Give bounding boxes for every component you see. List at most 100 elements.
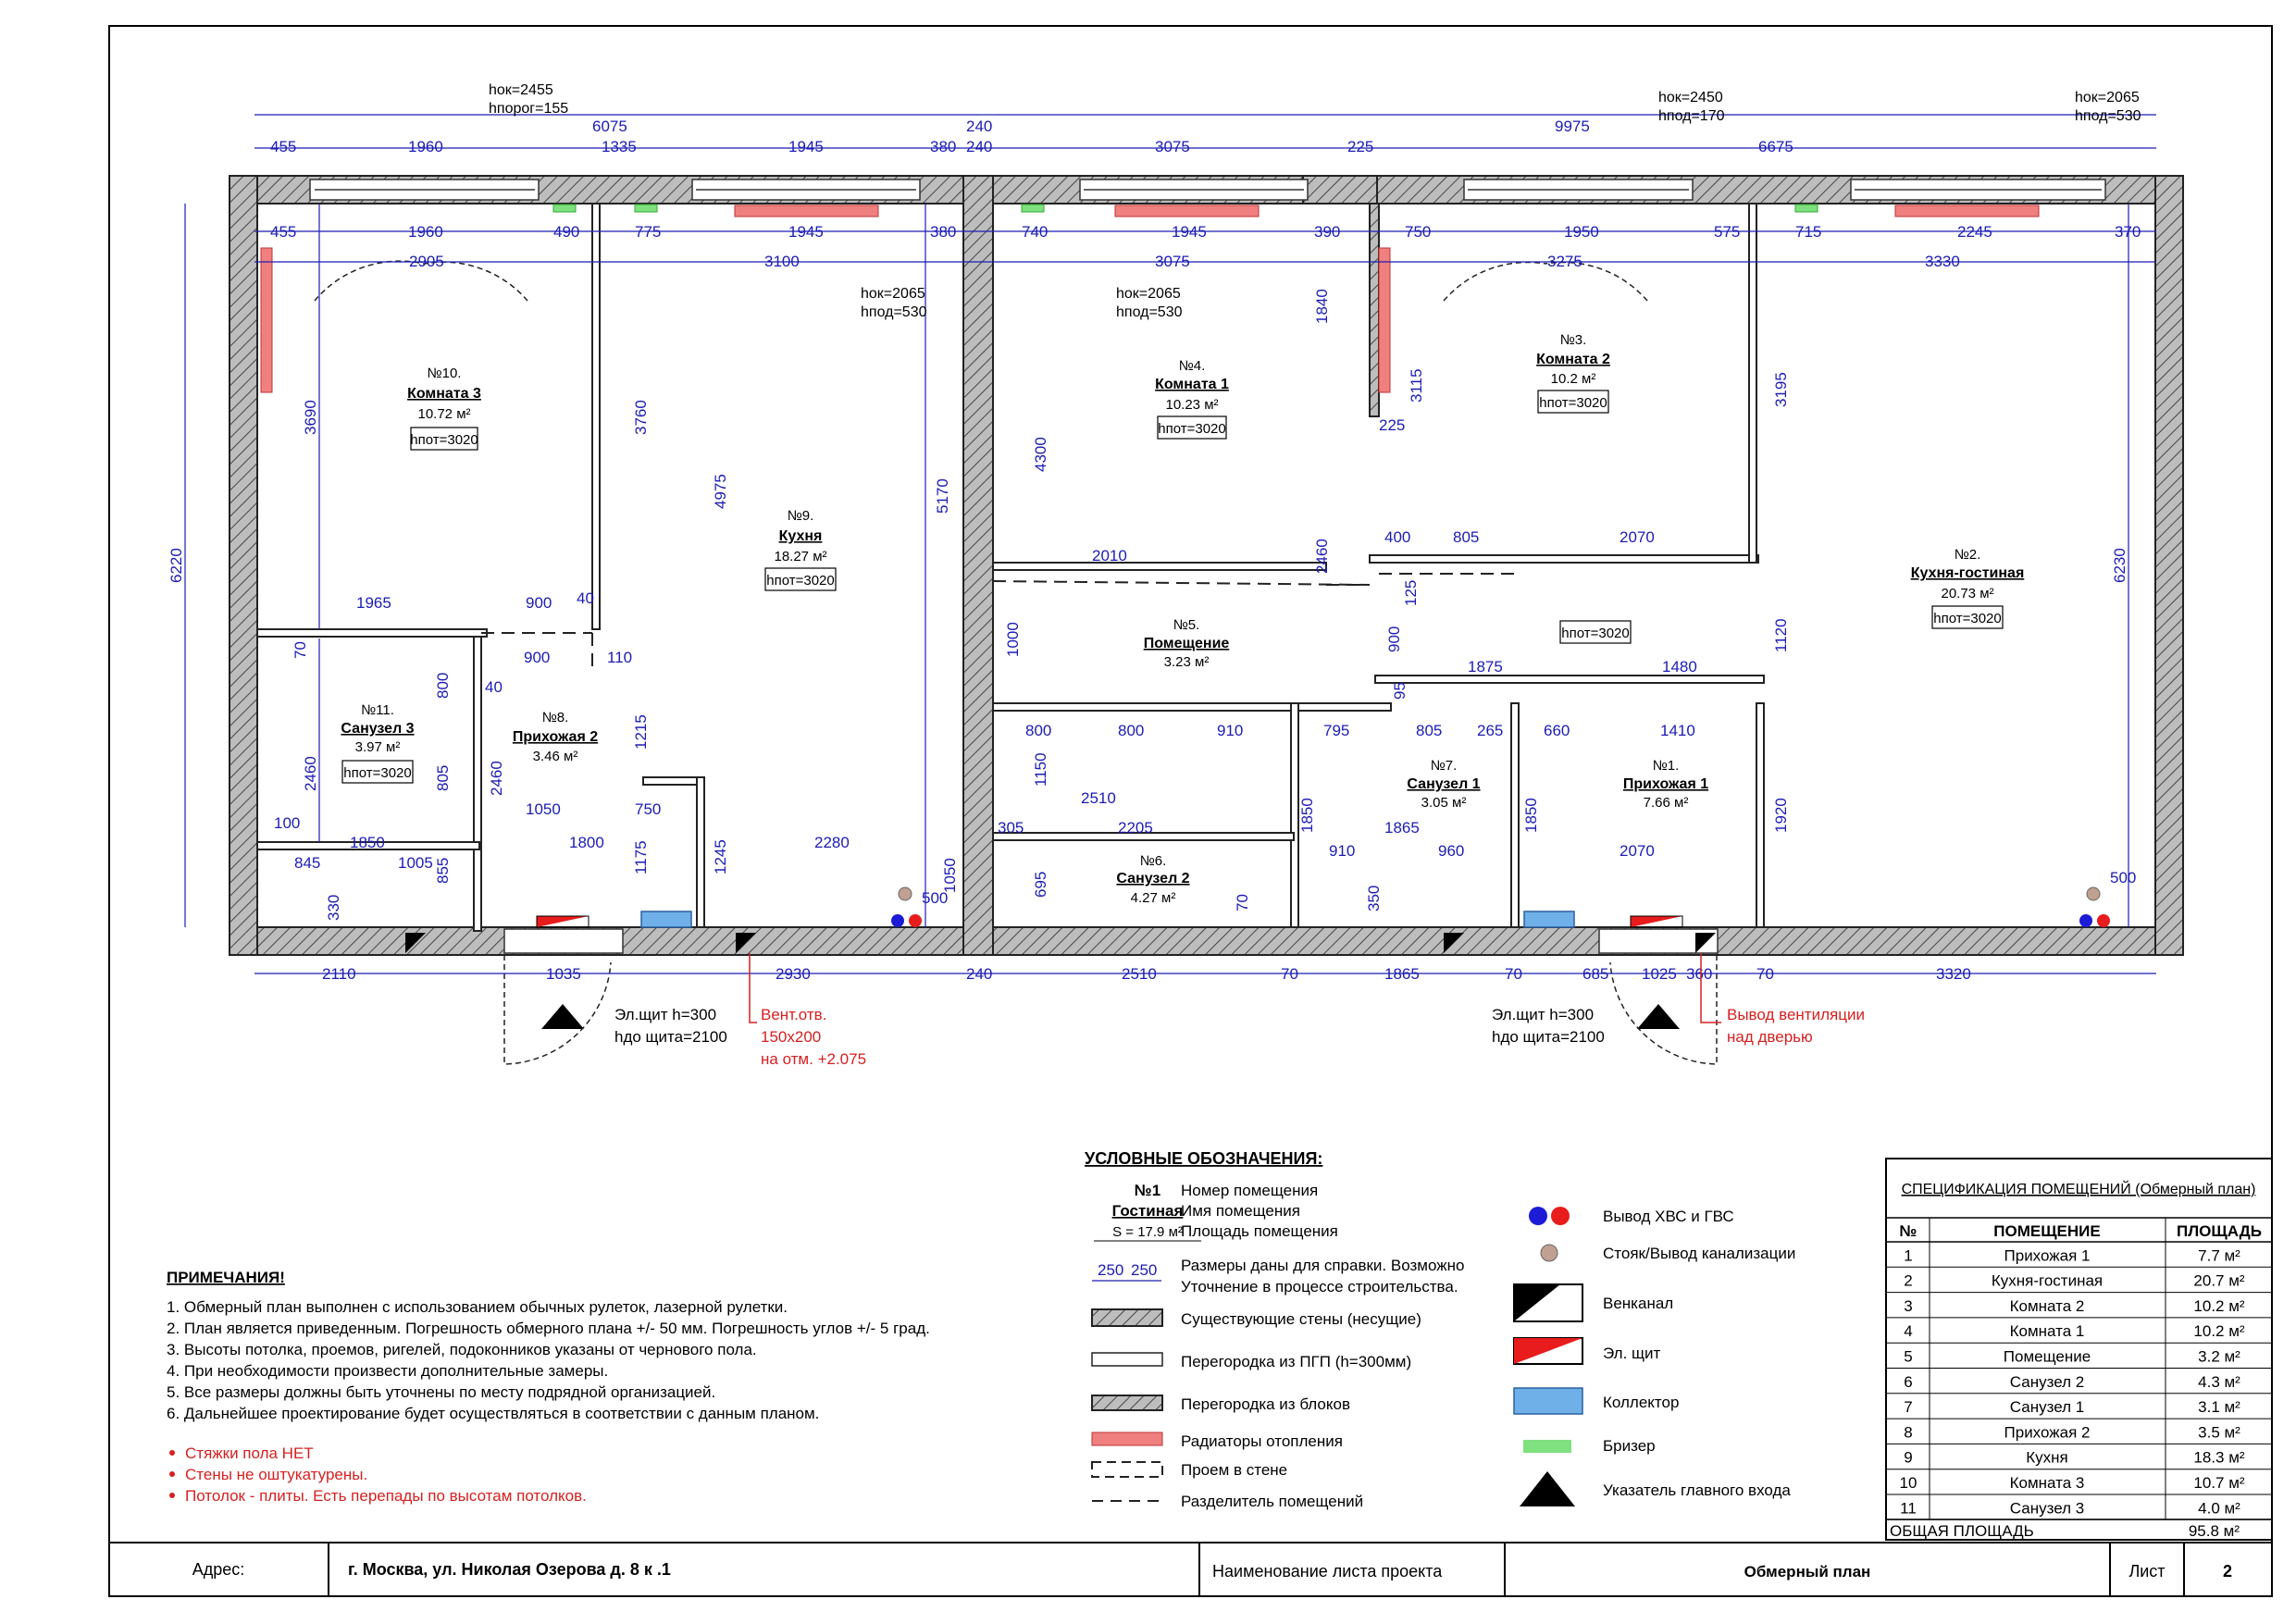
dim-i-7: 800 xyxy=(434,673,452,699)
room11-name: Санузел 3 xyxy=(341,721,414,737)
spec-cell: Кухня xyxy=(2026,1449,2068,1467)
legend-right-6: Указатель главного входа xyxy=(1603,1481,1791,1499)
vent-c: на отм. +2.075 xyxy=(761,1050,866,1068)
spec-cell: 7.7 м² xyxy=(2198,1246,2240,1264)
spec-cell: 5 xyxy=(1904,1348,1912,1366)
dim-b-2: 2930 xyxy=(776,965,811,983)
w2-a: hок=2065 xyxy=(861,286,925,302)
title-block: Адрес: г. Москва, ул. Николая Озерова д.… xyxy=(108,1542,2273,1597)
dim-t4-0: 2905 xyxy=(409,253,444,270)
legend-right-3: Эл. щит xyxy=(1603,1345,1661,1362)
room7-area: 3.05 м² xyxy=(1421,795,1467,811)
note-1: 2. План является приведенным. Погрешност… xyxy=(167,1320,930,1337)
legend: УСЛОВНЫЕ ОБОЗНАЧЕНИЯ: №1 Гостиная S = 17… xyxy=(1085,1149,1795,1510)
legend-left-5: Радиаторы отопления xyxy=(1181,1432,1343,1450)
room1-name: Прихожая 1 xyxy=(1623,776,1708,792)
vent-channel-icon xyxy=(1513,1283,1583,1322)
legend-right-0: Вывод ХВС и ГВС xyxy=(1603,1208,1734,1225)
spec-title: СПЕЦИФИКАЦИЯ ПОМЕЩЕНИЙ (Обмерный план) xyxy=(1902,1180,2256,1197)
room3-num: №3. xyxy=(1560,332,1587,348)
dim-l-1: 3690 xyxy=(302,400,319,435)
legend-line-2: Площадь помещения xyxy=(1181,1222,1338,1240)
dim-t3-13: 2245 xyxy=(1957,223,1992,241)
notes-title: ПРИМЕЧАНИЯ! xyxy=(167,1269,285,1286)
spec-cell: 6 xyxy=(1904,1373,1912,1391)
dim-t2-7: 225 xyxy=(1347,138,1373,155)
legend-dim-0: 250 xyxy=(1098,1261,1123,1279)
spec-cell: Прихожая 1 xyxy=(2004,1246,2091,1264)
stamp-sheet-value: 2 xyxy=(2223,1562,2232,1581)
room2-name: Кухня-гостиная xyxy=(1911,565,2025,581)
inner-dimension-texts: 1965 900 40 70 900 110 40 800 1215 3760 … xyxy=(274,289,2136,921)
dim-t2-0: 455 xyxy=(270,138,296,155)
dim-l-0: 6220 xyxy=(168,548,185,583)
dim-i-40: 70 xyxy=(1234,894,1251,911)
spec-cell: 10.2 м² xyxy=(2193,1297,2244,1315)
spec-cell: Комната 2 xyxy=(2010,1297,2085,1315)
room4-h: hпот=3020 xyxy=(1158,421,1225,437)
legend-line-1: Имя помещения xyxy=(1181,1202,1300,1220)
dim-t2-5: 240 xyxy=(966,138,992,155)
wall-left xyxy=(229,175,258,956)
dim-i-18: 1800 xyxy=(569,834,604,851)
dim-i-11: 5170 xyxy=(934,478,951,514)
spec-cell: Комната 1 xyxy=(2010,1322,2085,1340)
room2-area: 20.73 м² xyxy=(1941,586,1993,601)
dim-t2-2: 1335 xyxy=(602,138,637,155)
spec-cell: 1 xyxy=(1904,1246,1912,1264)
spec-cell: 4 xyxy=(1904,1322,1912,1340)
dim-top-left: 6075 xyxy=(592,118,627,135)
hall-h: hпот=3020 xyxy=(1561,626,1629,641)
dim-i-41: 3115 xyxy=(1408,368,1425,403)
el-right-b: hдо щита=2100 xyxy=(1492,1028,1605,1046)
legend-dim-1: 250 xyxy=(1131,1261,1157,1279)
w5-a: hок=2065 xyxy=(2075,90,2140,105)
spec-cell: 3.5 м² xyxy=(2198,1423,2240,1441)
collectors xyxy=(640,911,1575,928)
room11-area: 3.97 м² xyxy=(355,739,401,755)
wall-room2-left xyxy=(1369,203,1380,417)
dim-b-10: 360 xyxy=(1686,965,1712,983)
partitions xyxy=(256,203,1765,932)
vent-a: Вент.отв. xyxy=(761,1006,826,1023)
dim-t3-6: 740 xyxy=(1022,223,1048,241)
legend-left-2: Существующие стены (несущие) xyxy=(1181,1310,1421,1328)
legend-pgp-sample xyxy=(1091,1352,1163,1367)
dim-i-42: 225 xyxy=(1379,416,1405,434)
dim-i-64: 3195 xyxy=(1772,372,1790,407)
legend-opening-sample xyxy=(1091,1461,1163,1478)
legend-block-sample xyxy=(1091,1395,1163,1411)
dim-i-23: 845 xyxy=(294,854,320,872)
dim-i-45: 2070 xyxy=(1620,528,1655,546)
windows xyxy=(309,179,2106,201)
spec-h-1: ПОМЕЩЕНИЕ xyxy=(1993,1222,2100,1240)
room8-name: Прихожая 2 xyxy=(513,729,598,745)
spec-cell: Санузел 3 xyxy=(2010,1499,2084,1517)
dim-i-38: 305 xyxy=(998,819,1024,837)
dim-i-26: 1050 xyxy=(941,858,959,893)
spec-cell: Санузел 1 xyxy=(2010,1398,2084,1416)
dim-b-6: 1865 xyxy=(1384,965,1420,983)
dim-b-12: 3320 xyxy=(1936,965,1971,983)
dim-i-30: 2010 xyxy=(1092,547,1127,564)
dim-b-4: 2510 xyxy=(1122,965,1157,983)
dim-t3-8: 390 xyxy=(1314,223,1340,241)
stamp-address-label: Адрес: xyxy=(192,1560,245,1579)
dim-i-34: 910 xyxy=(1217,722,1243,739)
dim-top-right: 9975 xyxy=(1555,118,1590,135)
dim-i-49: 95 xyxy=(1391,682,1409,700)
dim-b-7: 70 xyxy=(1505,965,1522,983)
legend-left-1: Уточнение в процессе строительства. xyxy=(1181,1278,1458,1295)
dim-i-67: 6230 xyxy=(2111,548,2128,583)
dim-i-63: 2070 xyxy=(1620,842,1655,860)
legend-sample-num: №1 xyxy=(1135,1182,1160,1199)
legend-left-7: Разделитель помещений xyxy=(1181,1493,1363,1510)
room7-name: Санузел 1 xyxy=(1407,776,1480,792)
window-notes: hок=2455 hпорог=155 hок=2065 hпод=530 hо… xyxy=(489,82,2141,320)
dim-i-48: 900 xyxy=(1385,626,1403,652)
dim-i-3: 70 xyxy=(292,641,309,659)
dim-t3-7: 1945 xyxy=(1172,223,1207,241)
spec-cell: Кухня-гостиная xyxy=(1992,1272,2103,1290)
room2-num: №2. xyxy=(1955,547,1981,563)
